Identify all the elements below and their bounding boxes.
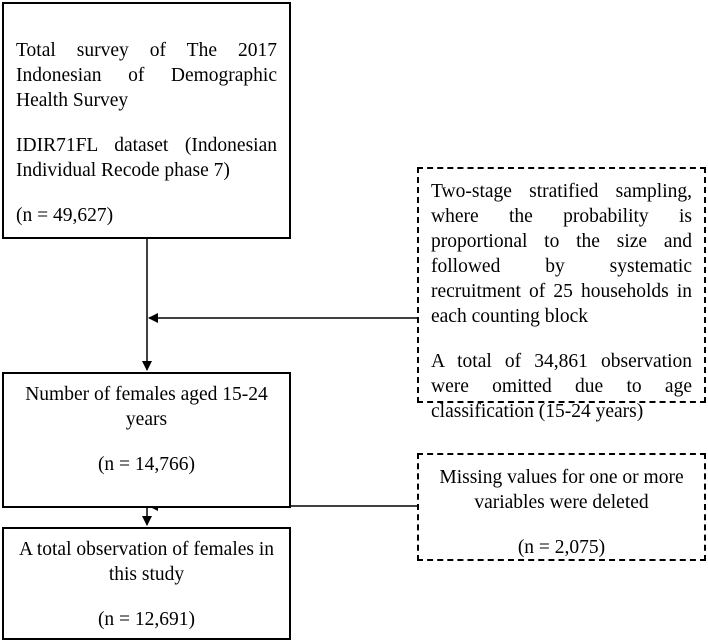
study-total-box: A total observation of females in this s… (2, 527, 291, 640)
study-total-count: (n = 12,691) (97, 609, 196, 630)
sampling-exclusion-box: Two-stage stratified sampling, where the… (417, 167, 706, 422)
age-omitted-text: A total of 34,861 observation were omitt… (431, 351, 692, 422)
females-15-24-box: Number of females aged 15-24 years (n = … (2, 372, 291, 508)
total-survey-title: Total survey of The 2017 Indonesian of D… (16, 40, 277, 111)
dataset-text: IDIR71FL dataset (Indonesian Individual … (16, 135, 277, 181)
total-survey-count: (n = 49,627) (16, 205, 114, 226)
females-15-24-title: Number of females aged 15-24 years (25, 384, 268, 430)
study-total-title: A total observation of females in this s… (18, 539, 275, 585)
females-15-24-count: (n = 14,766) (97, 454, 196, 475)
sampling-description: Two-stage stratified sampling, where the… (431, 181, 692, 327)
missing-values-box: Missing values for one or more variables… (417, 453, 706, 561)
missing-values-description: Missing values for one or more variables… (439, 467, 684, 513)
total-survey-box: Total survey of The 2017 Indonesian of D… (2, 2, 291, 239)
missing-values-count: (n = 2,075) (517, 537, 606, 558)
